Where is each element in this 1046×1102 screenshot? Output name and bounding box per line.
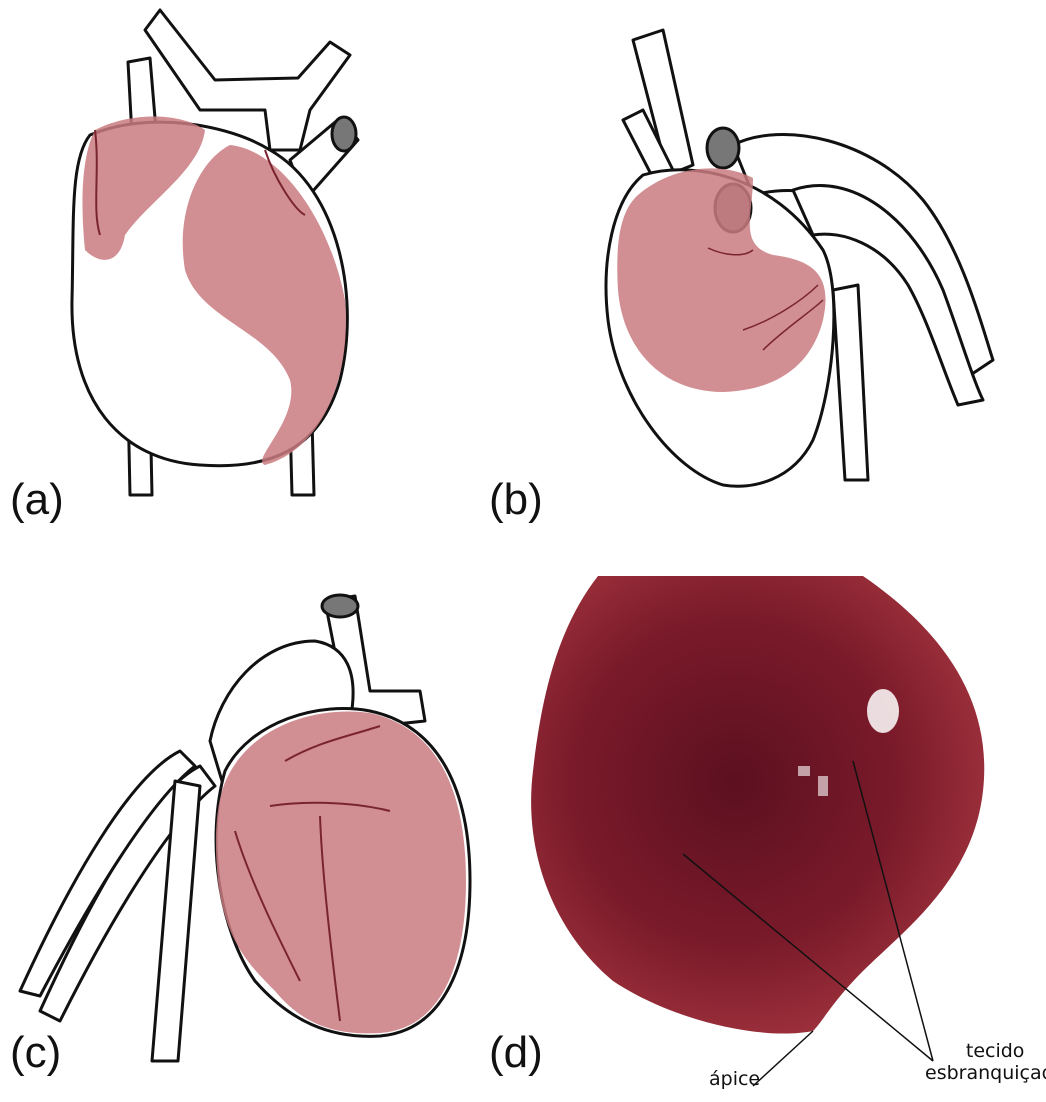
panel-label: (a) [10,478,64,522]
panel-d: ápice tecido esbranquiçado (d) [523,551,1046,1102]
vessel-down [833,285,868,480]
panel-label: (c) [10,1031,61,1075]
panel-label: (b) [489,478,543,522]
whitish-tissue-line1: tecido [925,1041,1046,1063]
vessel-cut [707,128,739,168]
heart-photograph [523,551,1046,1102]
heart-lateral-drawing [523,0,1046,551]
whitish-tissue-label: tecido esbranquiçado [925,1041,1046,1085]
glare [867,689,899,733]
highlight-region [617,168,825,392]
panel-c: (c) [0,551,523,1102]
panel-a: (a) [0,0,523,551]
vessel-cut [322,595,358,617]
vessel-cut [332,117,356,151]
heart-anterior-drawing [0,0,523,551]
apex-label: ápice [709,1069,760,1091]
highlight-region [216,712,466,1034]
whitish-tissue-line2: esbranquiçado [925,1063,1046,1085]
panel-b: (b) [523,0,1046,551]
heart-shape [531,576,984,1034]
heart-posterior-drawing [0,551,523,1102]
panel-label: (d) [489,1031,543,1075]
pointer-line-3 [753,1031,813,1086]
